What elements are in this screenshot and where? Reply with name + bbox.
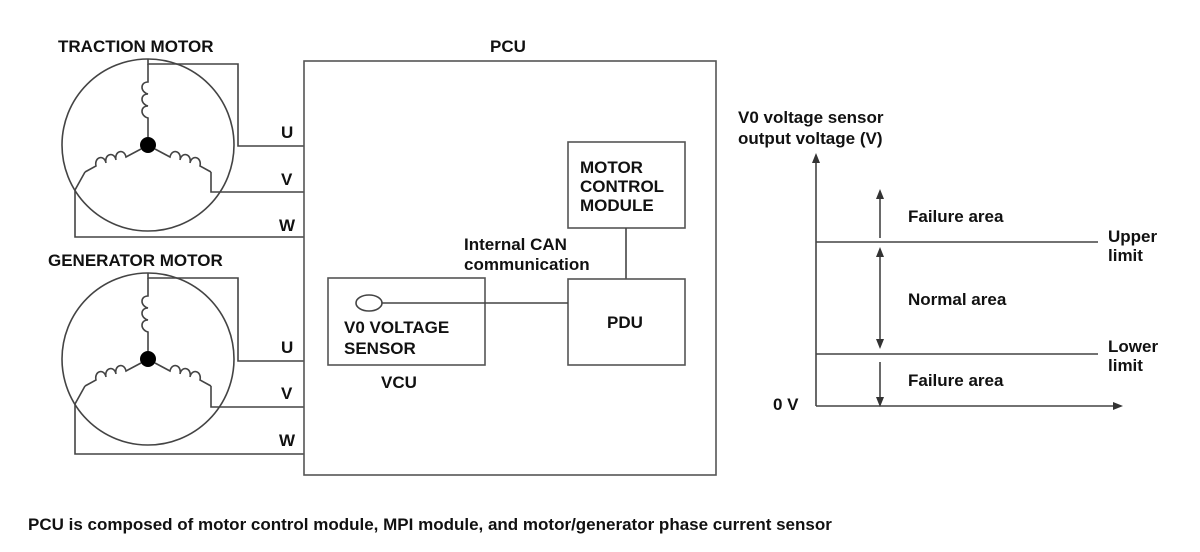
- mcm-line-3: MODULE: [580, 196, 654, 215]
- vcu-label: VCU: [381, 373, 417, 392]
- generator-u-lead: [147, 273, 304, 362]
- traction-coil-w: [84, 148, 142, 173]
- traction-u-label: U: [281, 123, 293, 142]
- pcu-box: [303, 60, 717, 476]
- failure-area-bottom-label: Failure area: [908, 371, 1004, 390]
- pcu-title: PCU: [490, 37, 526, 56]
- mcm-line-1: MOTOR: [580, 158, 643, 177]
- traction-w-lead: [74, 171, 304, 238]
- graph-ylabel-line-2: output voltage (V): [738, 129, 882, 148]
- can-label-line-2: communication: [464, 255, 590, 274]
- pdu-label: PDU: [607, 313, 643, 332]
- traction-v-label: V: [281, 170, 293, 189]
- generator-v-label: V: [281, 384, 293, 403]
- vcu-box: [327, 277, 486, 366]
- generator-v-lead: [210, 386, 304, 408]
- voltage-graph: V0 voltage sensor output voltage (V) 0 V…: [738, 108, 1158, 414]
- upper-limit-label-2: limit: [1108, 246, 1143, 265]
- pcu: PCU MOTOR CONTROL MODULE PDU Internal CA…: [303, 37, 717, 476]
- failure-area-top-label: Failure area: [908, 207, 1004, 226]
- generator-w-label: W: [279, 431, 296, 450]
- upper-limit-label-1: Upper: [1108, 227, 1158, 246]
- traction-u-lead: [147, 59, 304, 147]
- generator-u-label: U: [281, 338, 293, 357]
- can-label-line-1: Internal CAN: [464, 235, 567, 254]
- caption: PCU is composed of motor control module,…: [28, 515, 832, 534]
- v0-sensor-line-2: SENSOR: [344, 339, 416, 358]
- motor-control-module-box: [567, 141, 686, 229]
- traction-coil-u: [141, 64, 149, 137]
- normal-area-label: Normal area: [908, 290, 1007, 309]
- traction-motor: TRACTION MOTOR U V W: [58, 37, 304, 238]
- v0-sensor-line-1: V0 VOLTAGE: [344, 318, 449, 337]
- traction-neutral-point: [140, 137, 156, 153]
- generator-coil-v: [154, 362, 212, 387]
- graph-zero-label: 0 V: [773, 395, 799, 414]
- pdu-box: [567, 278, 686, 366]
- traction-motor-title: TRACTION MOTOR: [58, 37, 214, 56]
- traction-coil-v: [154, 148, 212, 173]
- generator-neutral-point: [140, 351, 156, 367]
- generator-coil-w: [84, 362, 142, 387]
- lower-limit-label-2: limit: [1108, 356, 1143, 375]
- generator-motor-title: GENERATOR MOTOR: [48, 251, 223, 270]
- generator-coil-u: [141, 278, 149, 351]
- traction-w-label: W: [279, 216, 296, 235]
- generator-motor: GENERATOR MOTOR U V W: [48, 251, 304, 455]
- graph-ylabel-line-1: V0 voltage sensor: [738, 108, 884, 127]
- lower-limit-label-1: Lower: [1108, 337, 1158, 356]
- generator-w-lead: [74, 385, 304, 455]
- mcm-line-2: CONTROL: [580, 177, 664, 196]
- traction-v-lead: [210, 172, 304, 193]
